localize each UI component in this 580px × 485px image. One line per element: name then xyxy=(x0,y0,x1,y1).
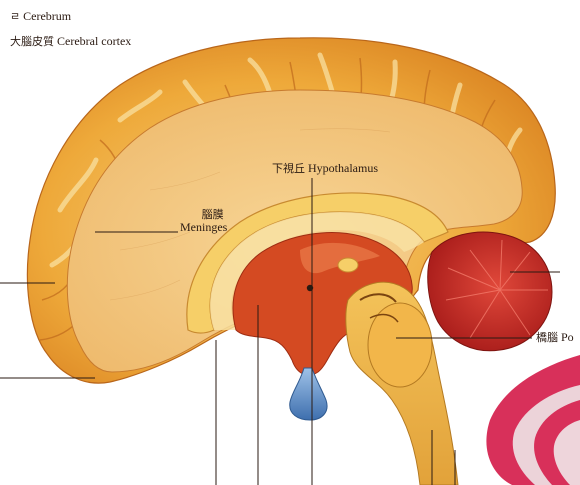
cerebellum xyxy=(427,231,553,352)
label-cerebrum: ㄹ Cerebrum xyxy=(10,9,72,24)
label-pons: 橋腦 Po xyxy=(536,330,574,345)
label-cerebral-cortex: 大腦皮質 Cerebral cortex xyxy=(10,34,132,49)
pituitary-gland xyxy=(289,367,328,421)
label-meninges: 腦膜 Meninges xyxy=(180,208,228,234)
label-hypothalamus: 下視丘 Hypothalamus xyxy=(272,161,378,176)
pons xyxy=(367,302,433,388)
leader-lines xyxy=(0,178,560,485)
side-structure xyxy=(486,355,580,485)
